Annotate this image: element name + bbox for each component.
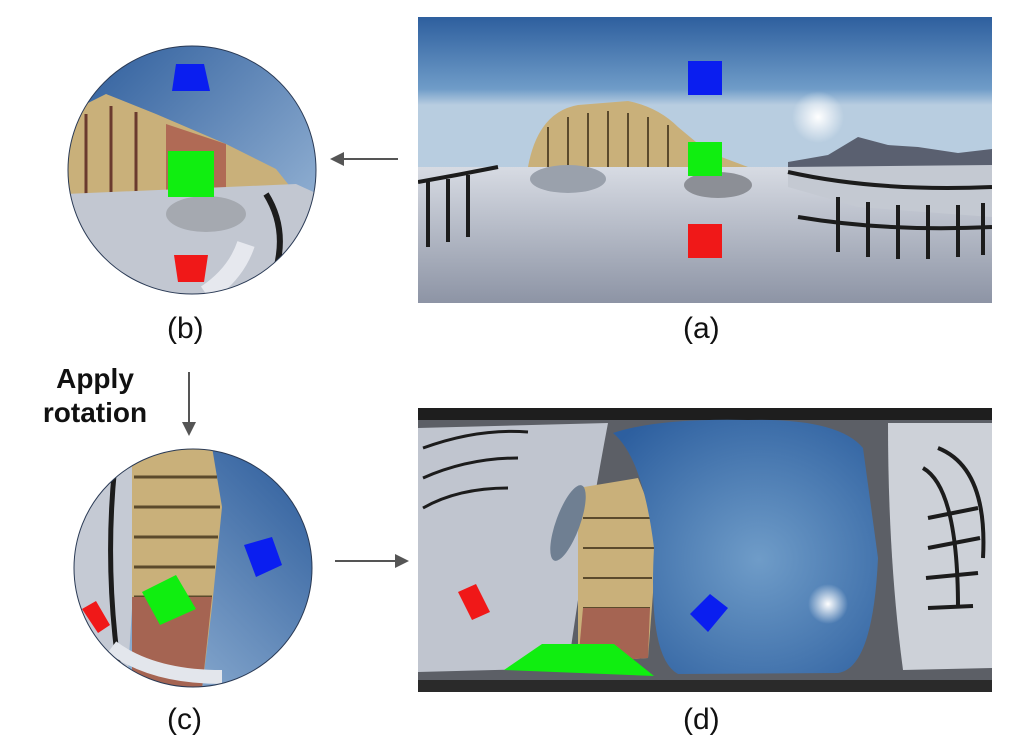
step-label-line1: Apply <box>56 363 134 394</box>
label-b: (b) <box>167 312 204 345</box>
panorama-a <box>418 17 992 303</box>
sphere-c <box>73 448 313 688</box>
railing-right <box>787 170 992 259</box>
step-label-line2: rotation <box>42 397 148 428</box>
label-d: (d) <box>683 703 720 736</box>
marker-red <box>458 584 490 620</box>
marker-blue <box>172 64 210 91</box>
marker-blue <box>688 61 722 95</box>
street-snow <box>418 423 608 672</box>
car-left <box>530 165 606 193</box>
car <box>550 485 586 561</box>
panorama-d <box>418 408 992 692</box>
label-c: (c) <box>167 703 202 736</box>
marker-red <box>688 224 722 258</box>
river-ice <box>788 165 992 217</box>
car-right <box>684 172 752 198</box>
arrow-a-to-b <box>330 152 398 166</box>
marker-red <box>174 255 208 282</box>
railing-left <box>418 165 499 247</box>
marker-green <box>142 575 196 625</box>
marker-red <box>82 601 110 633</box>
arrow-b-to-c <box>182 372 196 436</box>
marker-green <box>688 142 722 176</box>
railing-right <box>921 446 986 610</box>
marker-green <box>504 644 654 676</box>
car <box>166 196 246 232</box>
railing-left <box>422 429 529 510</box>
arrow-c-to-d <box>335 554 409 568</box>
marker-blue <box>244 537 282 577</box>
step-label: Apply rotation <box>30 362 160 430</box>
sun <box>792 91 844 143</box>
marker-blue <box>690 594 728 632</box>
marker-green <box>168 151 214 197</box>
street-snow <box>68 184 316 294</box>
sun <box>808 584 848 624</box>
label-a: (a) <box>683 312 720 345</box>
sphere-b <box>67 45 317 295</box>
